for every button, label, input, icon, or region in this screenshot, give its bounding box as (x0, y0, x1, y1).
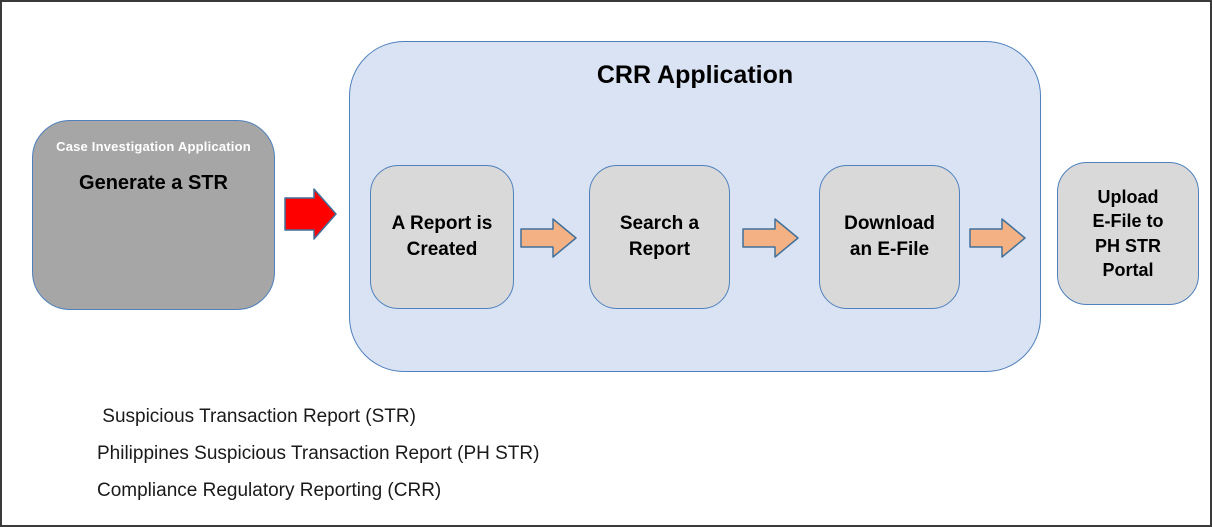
step-box-search-report: Search a Report (589, 165, 730, 309)
step-box-download-efile: Download an E-File (819, 165, 960, 309)
step-box-report-created: A Report is Created (370, 165, 514, 309)
generate-str-label: Generate a STR (79, 172, 228, 194)
legend: Suspicious Transaction Report (STR) Phil… (97, 406, 539, 517)
upload-efile-box: Upload E-File to PH STR Portal (1057, 162, 1199, 305)
legend-line-str: Suspicious Transaction Report (STR) (97, 406, 416, 427)
case-app-label: Case Investigation Application (56, 139, 251, 154)
legend-line-crr: Compliance Regulatory Reporting (CRR) (97, 480, 442, 501)
flow-arrow-icon (742, 218, 799, 258)
flow-arrow-icon (969, 218, 1026, 258)
flow-arrow-icon (520, 218, 577, 258)
crr-title: CRR Application (596, 61, 794, 89)
case-investigation-box: Case Investigation Application Generate … (32, 120, 275, 310)
legend-line-ph-str: Philippines Suspicious Transaction Repor… (97, 443, 540, 464)
red-flow-arrow-icon (284, 188, 337, 240)
